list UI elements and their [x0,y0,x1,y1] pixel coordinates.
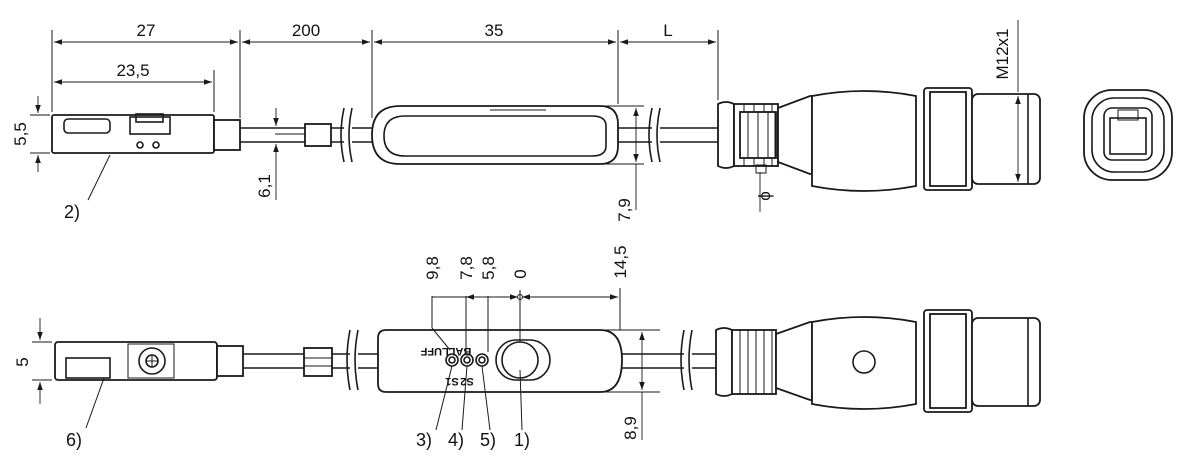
sensor-head-bottom [54,341,244,381]
callout-3: 3) [416,430,432,450]
dim-23-5: 23,5 [116,61,149,80]
dim-6-1: 6,1 [255,174,274,198]
cable-bottom-2 [622,329,716,391]
connector-end-view [1083,89,1173,181]
dim-5-8: 5,8 [479,256,498,280]
cable-top-2 [618,107,718,163]
dim-5-5: 5,5 [11,122,30,146]
callout-2: 2) [64,202,80,222]
dim-0: 0 [511,269,530,278]
dim-8-9: 8,9 [621,416,640,440]
electronics-body-top [371,105,619,165]
callout-4: 4) [448,430,464,450]
top-view: 27 200 35 L 23,5 5,5 6,1 7,9 ϕ M12x1 2) [11,20,1173,222]
callout-5: 5) [480,430,496,450]
dim-m12x1: M12x1 [993,28,1012,79]
m12-connector-top [717,87,1041,192]
dim-L: L [663,21,672,40]
dim-7-9: 7,9 [615,198,634,222]
dim-200: 200 [292,21,320,40]
dim-27: 27 [137,21,156,40]
bottom-view: BALLUFF S1 S2 [13,245,1041,450]
callout-6: 6) [66,430,82,450]
dim-35: 35 [485,21,504,40]
callout-1: 1) [514,430,530,450]
electronics-body-bottom: BALLUFF S1 S2 [377,329,623,393]
brand-label: BALLUFF [420,345,471,357]
cable-top-1 [240,107,372,163]
dim-5: 5 [13,357,32,366]
dim-phi: ϕ [755,191,774,201]
sensor-head-top [51,113,241,154]
sensing-window [495,339,551,381]
dim-7-8: 7,8 [457,256,476,280]
m12-connector-bottom [715,309,1041,413]
dim-9-8: 9,8 [423,256,442,280]
top-dimension-lines [30,20,1030,212]
led-mark-s2: S2 [460,375,473,387]
bottom-dimension-lines [32,288,660,440]
cable-bottom-1 [243,329,378,391]
dim-14-5: 14,5 [611,245,630,278]
